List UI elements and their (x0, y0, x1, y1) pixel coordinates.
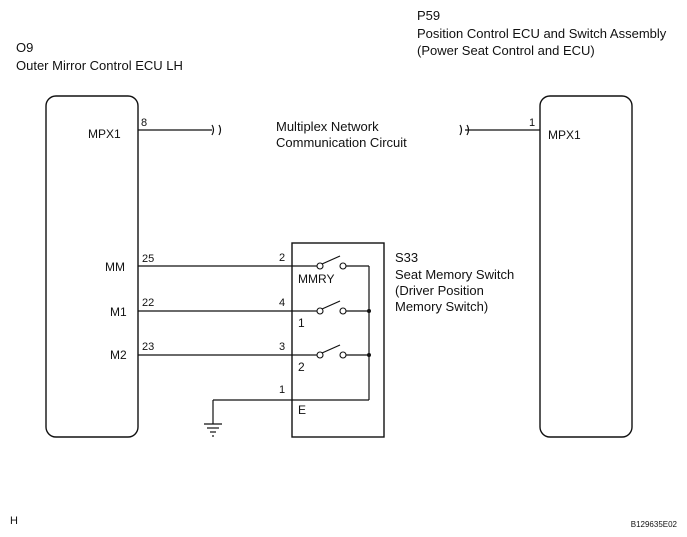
s33-name-line3: Memory Switch) (395, 299, 488, 314)
p59-pin-mpx1-num: 1 (529, 117, 535, 129)
o9-id: O9 (16, 40, 33, 55)
switch-1 (310, 300, 369, 315)
o9-pin-m1-label: M1 (110, 305, 127, 319)
line-break-right (459, 124, 470, 136)
p59-id: P59 (417, 8, 440, 23)
o9-pin-m1-num: 22 (142, 297, 154, 309)
junction-dot-1 (367, 309, 371, 313)
o9-pin-mm-num: 25 (142, 253, 154, 265)
s33-pin-e-num: 1 (279, 384, 285, 396)
s33-pin-mmry-num: 2 (279, 252, 285, 264)
s33-switch-box (291, 242, 385, 438)
p59-name-line1: Position Control ECU and Switch Assembly (417, 26, 667, 41)
switch-mmry (310, 255, 369, 270)
p59-name-line2: (Power Seat Control and ECU) (417, 43, 595, 58)
footer-figure-code: B129635E02 (631, 520, 678, 529)
o9-name: Outer Mirror Control ECU LH (16, 58, 183, 73)
o9-pin-m2-label: M2 (110, 348, 127, 362)
network-label-line2: Communication Circuit (276, 135, 407, 150)
p59-ecu-box (539, 95, 633, 438)
s33-terminal-e: E (298, 403, 306, 417)
switch-2 (310, 344, 369, 359)
o9-pin-mpx1-num: 8 (141, 117, 147, 129)
s33-terminal-2: 2 (298, 360, 305, 374)
s33-pin-2-num: 3 (279, 341, 285, 353)
o9-pin-mm-label: MM (105, 260, 125, 274)
o9-pin-mpx1-label: MPX1 (88, 127, 121, 141)
junction-dot-2 (367, 353, 371, 357)
network-label-line1: Multiplex Network (276, 119, 379, 134)
s33-name-line1: Seat Memory Switch (395, 267, 514, 282)
line-break-left (211, 124, 222, 136)
s33-name-line2: (Driver Position (395, 283, 484, 298)
s33-pin-1-num: 4 (279, 297, 285, 309)
footer-left-code: H (10, 515, 18, 527)
ground-icon (204, 423, 222, 437)
p59-pin-mpx1-label: MPX1 (548, 128, 581, 142)
s33-terminal-mmry: MMRY (298, 272, 334, 286)
o9-pin-m2-num: 23 (142, 341, 154, 353)
s33-id: S33 (395, 250, 418, 265)
s33-terminal-1: 1 (298, 316, 305, 330)
